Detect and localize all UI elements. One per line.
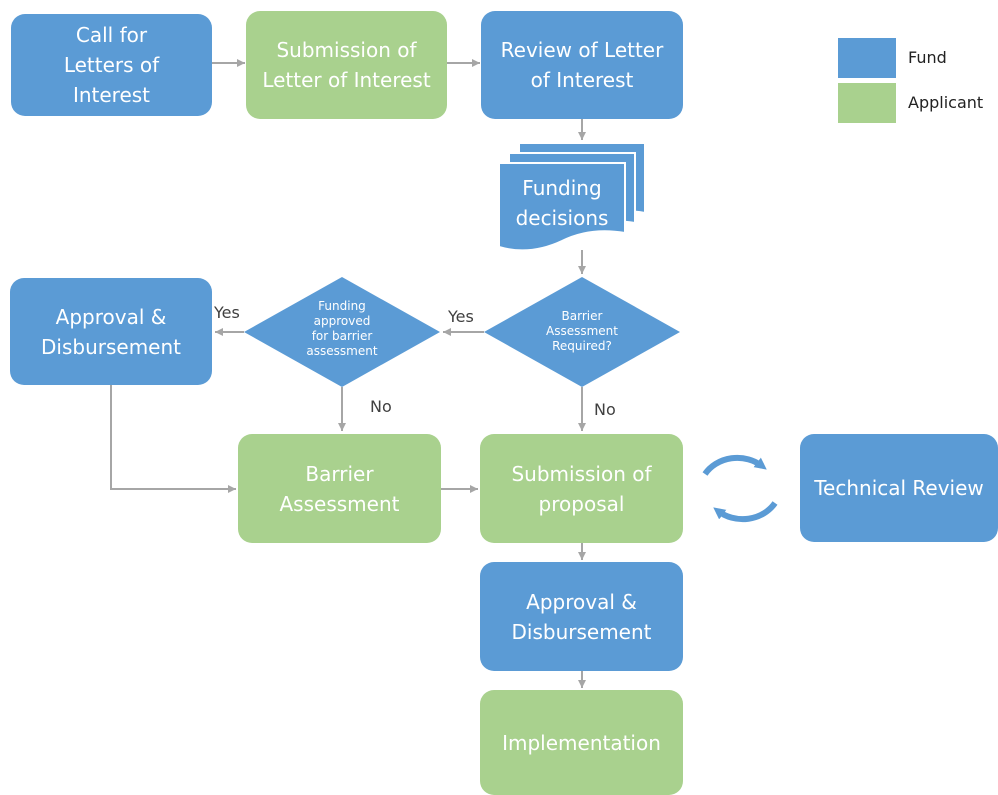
no-label-left: No	[370, 397, 392, 416]
approval-disbursement-left-box: Approval & Disbursement	[10, 278, 212, 385]
yes-label-left: Yes	[214, 303, 240, 322]
funding-decisions-label: Funding decisions	[515, 176, 609, 230]
review-loi-box: Review of Letter of Interest	[481, 11, 683, 119]
legend-applicant-label: Applicant	[908, 93, 984, 112]
submission-proposal-box: Submission of proposal	[480, 434, 683, 543]
barrier-assessment-box: Barrier Assessment	[238, 434, 441, 543]
submission-loi-box: Submission of Letter of Interest	[246, 11, 447, 119]
legend-fund-swatch	[838, 38, 896, 78]
funding-decisions-document-shape	[498, 142, 646, 252]
technical-review-box: Technical Review	[800, 434, 998, 542]
barrier-required-label: Barrier Assessment Required?	[546, 309, 618, 353]
yes-label-right: Yes	[448, 307, 474, 326]
call-for-letters-box: Call for Letters of Interest	[11, 14, 212, 116]
funding-approved-label: Funding approved for barrier assessment	[306, 299, 378, 358]
cycle-arrows-icon	[702, 454, 778, 523]
implementation-box: Implementation	[480, 690, 683, 795]
no-label-right: No	[594, 400, 616, 419]
funding-approved-diamond	[244, 277, 440, 387]
legend-applicant-swatch	[838, 83, 896, 123]
legend-fund-label: Fund	[908, 48, 947, 67]
arrow-approval-to-barrier-assessment	[110, 385, 236, 493]
barrier-required-diamond	[484, 277, 680, 387]
approval-disbursement-center-box: Approval & Disbursement	[480, 562, 683, 671]
